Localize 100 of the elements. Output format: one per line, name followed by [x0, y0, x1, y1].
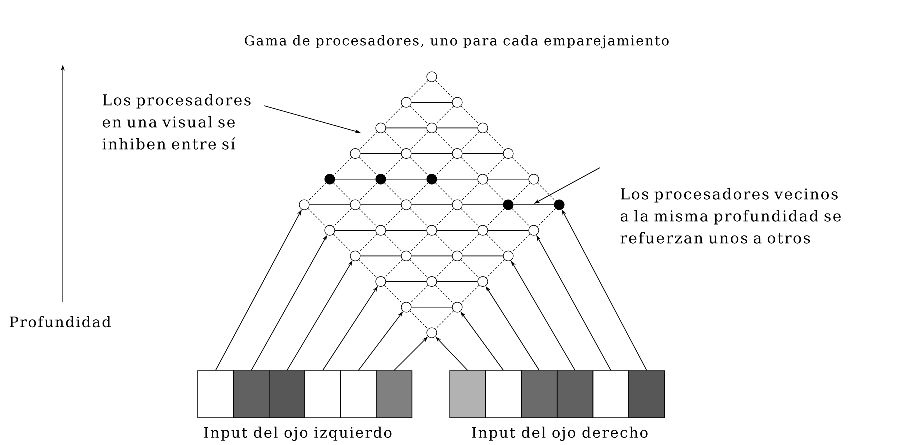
input-cell	[521, 370, 558, 418]
processor-circle	[528, 174, 540, 185]
connection-line	[436, 230, 478, 231]
dashed-line	[512, 157, 531, 176]
filled-processor-dot	[376, 174, 386, 185]
dashed-line	[384, 285, 404, 304]
dashed-line	[410, 234, 429, 253]
filled-processor-dot	[324, 174, 336, 185]
annotation-text: Los procesadores en una visual se inhiben entre sí	[102, 94, 251, 150]
connection-line	[411, 307, 453, 308]
dashed-line	[460, 157, 480, 176]
dashed-line	[460, 132, 480, 150]
dashed-line	[358, 260, 378, 278]
title: Gama de procesadores, uno para cada emparejamiento	[245, 35, 669, 49]
dashed-line	[486, 157, 506, 176]
connection-line	[462, 256, 504, 257]
filled-processor-dot	[503, 200, 514, 210]
processor-circle	[503, 148, 514, 160]
processor-circle	[426, 328, 438, 338]
dashed-line	[410, 132, 429, 150]
connection-line	[488, 230, 530, 231]
dashed-line	[333, 182, 352, 202]
dashed-line	[460, 182, 480, 202]
input-cell	[557, 370, 594, 418]
processor-circle	[401, 302, 412, 313]
connection-line	[386, 230, 428, 231]
input-cell	[198, 370, 234, 418]
processor-circle	[401, 250, 412, 262]
dashed-line	[537, 208, 556, 228]
dashed-line	[460, 208, 480, 228]
connection-line	[436, 128, 478, 129]
processor-circle	[350, 200, 361, 210]
processor-circle	[426, 276, 438, 288]
dashed-line	[384, 182, 404, 202]
connection-line	[386, 179, 428, 180]
input-cell	[450, 370, 486, 418]
processor-circle	[426, 72, 438, 82]
processor-circle	[401, 200, 412, 210]
processor-circle	[478, 122, 488, 134]
connection-line	[488, 179, 530, 180]
dashed-line	[435, 234, 454, 253]
processor-circle	[376, 276, 386, 288]
processor-circle	[452, 148, 463, 160]
input-cell	[628, 370, 666, 418]
dashed-line	[333, 157, 352, 176]
dashed-line	[486, 234, 506, 253]
processor-circle	[478, 276, 488, 288]
dashed-line	[435, 285, 454, 304]
filled-processor-dot	[426, 174, 438, 185]
axis-label: Profundidad	[10, 316, 111, 328]
processor-circle	[401, 148, 412, 160]
processor-circle	[426, 122, 438, 134]
dashed-line	[410, 285, 429, 304]
processor-circle	[324, 225, 336, 236]
dashed-line	[410, 260, 429, 278]
dashed-line	[358, 234, 378, 253]
input-cell	[233, 370, 270, 418]
dashed-line	[410, 208, 429, 228]
processor-circle	[528, 225, 540, 236]
dashed-line	[460, 234, 480, 253]
annotation-text: Los procesadores vecinos a la misma profundidad se refuerzan unos a otros	[620, 188, 841, 244]
connection-line	[436, 281, 478, 282]
dashed-line	[358, 132, 378, 150]
dashed-line	[384, 208, 404, 228]
dashed-line	[486, 208, 506, 228]
dashed-line	[358, 157, 378, 176]
dashed-line	[384, 132, 404, 150]
dashed-line	[512, 208, 531, 228]
dashed-line	[384, 234, 404, 253]
dashed-line	[308, 208, 327, 228]
dashed-line	[435, 157, 454, 176]
connection-line	[360, 256, 402, 257]
input-cell	[304, 370, 342, 418]
connection-line	[334, 230, 376, 231]
dashed-line	[384, 106, 404, 125]
connection-line	[462, 204, 504, 206]
dashed-line	[333, 208, 352, 228]
dashed-line	[435, 310, 454, 330]
dashed-line	[384, 157, 404, 176]
connection-line	[462, 153, 504, 154]
connection-line	[309, 204, 351, 206]
dashed-line	[384, 260, 404, 278]
input-cell	[485, 370, 522, 418]
dashed-line	[537, 182, 556, 202]
connection-line	[411, 102, 453, 103]
dashed-line	[410, 310, 429, 330]
connection-line	[334, 179, 376, 180]
dashed-line	[308, 182, 327, 202]
dashed-line	[460, 106, 480, 125]
processor-circle	[478, 225, 488, 236]
dashed-line	[460, 260, 480, 278]
input-cell	[340, 370, 377, 418]
dashed-line	[333, 234, 352, 253]
dashed-line	[486, 182, 506, 202]
processor-circle	[478, 174, 488, 185]
dashed-line	[435, 106, 454, 125]
dashed-line	[435, 260, 454, 278]
caption-text: Input del ojo derecho	[472, 426, 648, 442]
dashed-line	[486, 132, 506, 150]
connection-line	[386, 281, 428, 282]
